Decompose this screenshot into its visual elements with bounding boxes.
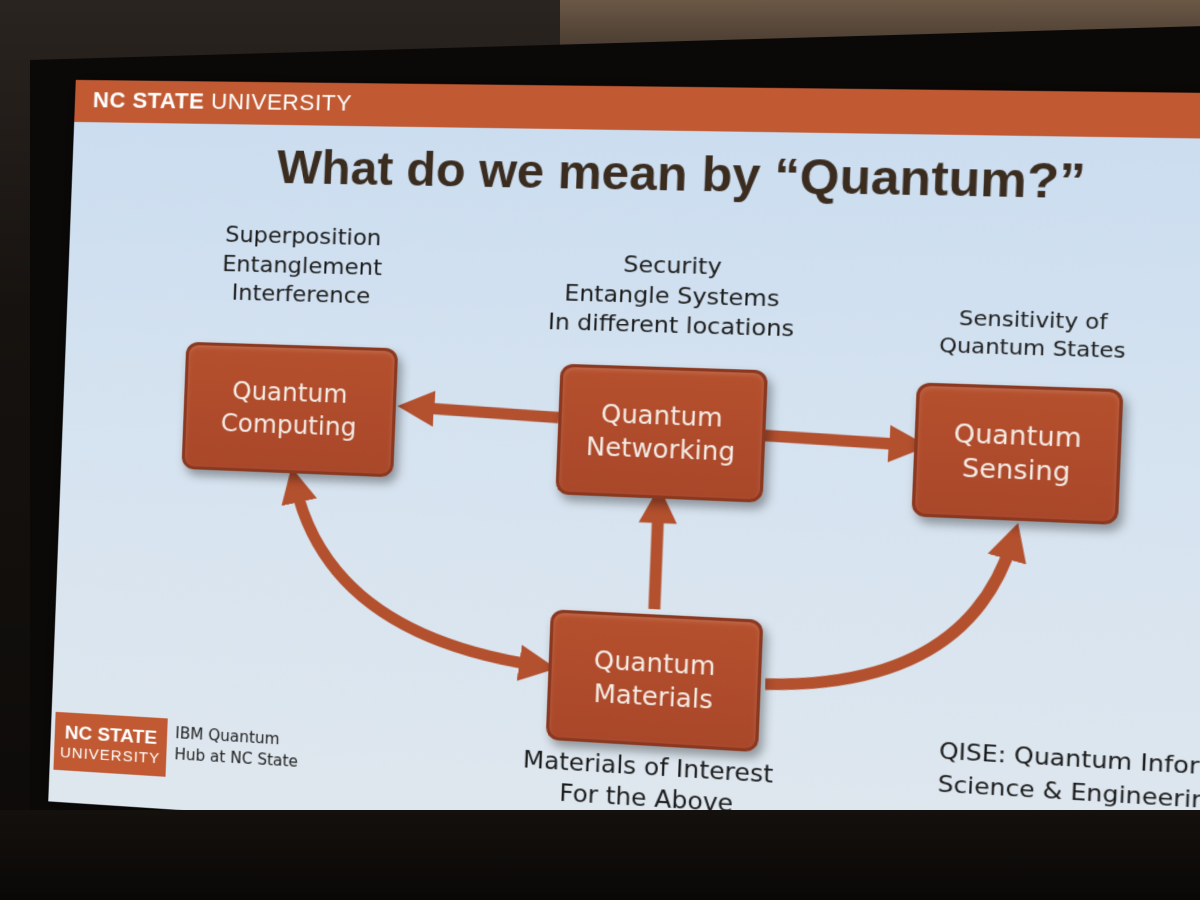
box-quantum-sensing: Quantum Sensing [911,382,1124,525]
box-networking-line-2: Networking [585,432,736,467]
box-materials-line-2: Materials [593,679,714,715]
box-quantum-networking: Quantum Networking [555,363,768,503]
note-computing: Superposition Entanglement Interference [198,221,407,313]
note-sensing: Sensitivity of Quantum States [907,302,1161,365]
arrow-networking-to-computing [416,407,559,417]
note-computing-line-3: Interference [231,280,371,310]
note-computing-line-1: Superposition [224,222,382,252]
box-quantum-materials: Quantum Materials [545,609,764,753]
ibm-hub-label: IBM Quantum Hub at NC State [174,723,299,773]
note-networking: Security Entangle Systems In different l… [540,249,804,346]
arrow-materials-to-sensing [765,531,1012,698]
arrow-computing-materials [289,485,545,666]
stage-floor [0,810,1200,900]
arrow-networking-to-sensing [764,435,909,445]
arrow-materials-to-networking [654,505,658,609]
nc-state-logo: NC STATE UNIVERSITY [53,711,168,777]
box-computing-line-1: Quantum [231,376,348,409]
note-computing-line-2: Entanglement [221,251,383,281]
box-sensing-line-2: Sensing [961,453,1071,488]
box-quantum-computing: Quantum Computing [181,341,399,478]
presentation-slide: NC STATE UNIVERSITY What do we mean by “… [48,80,1200,883]
box-computing-line-2: Computing [220,408,357,443]
box-networking-line-1: Quantum [600,398,724,433]
box-sensing-line-1: Quantum [953,418,1083,454]
